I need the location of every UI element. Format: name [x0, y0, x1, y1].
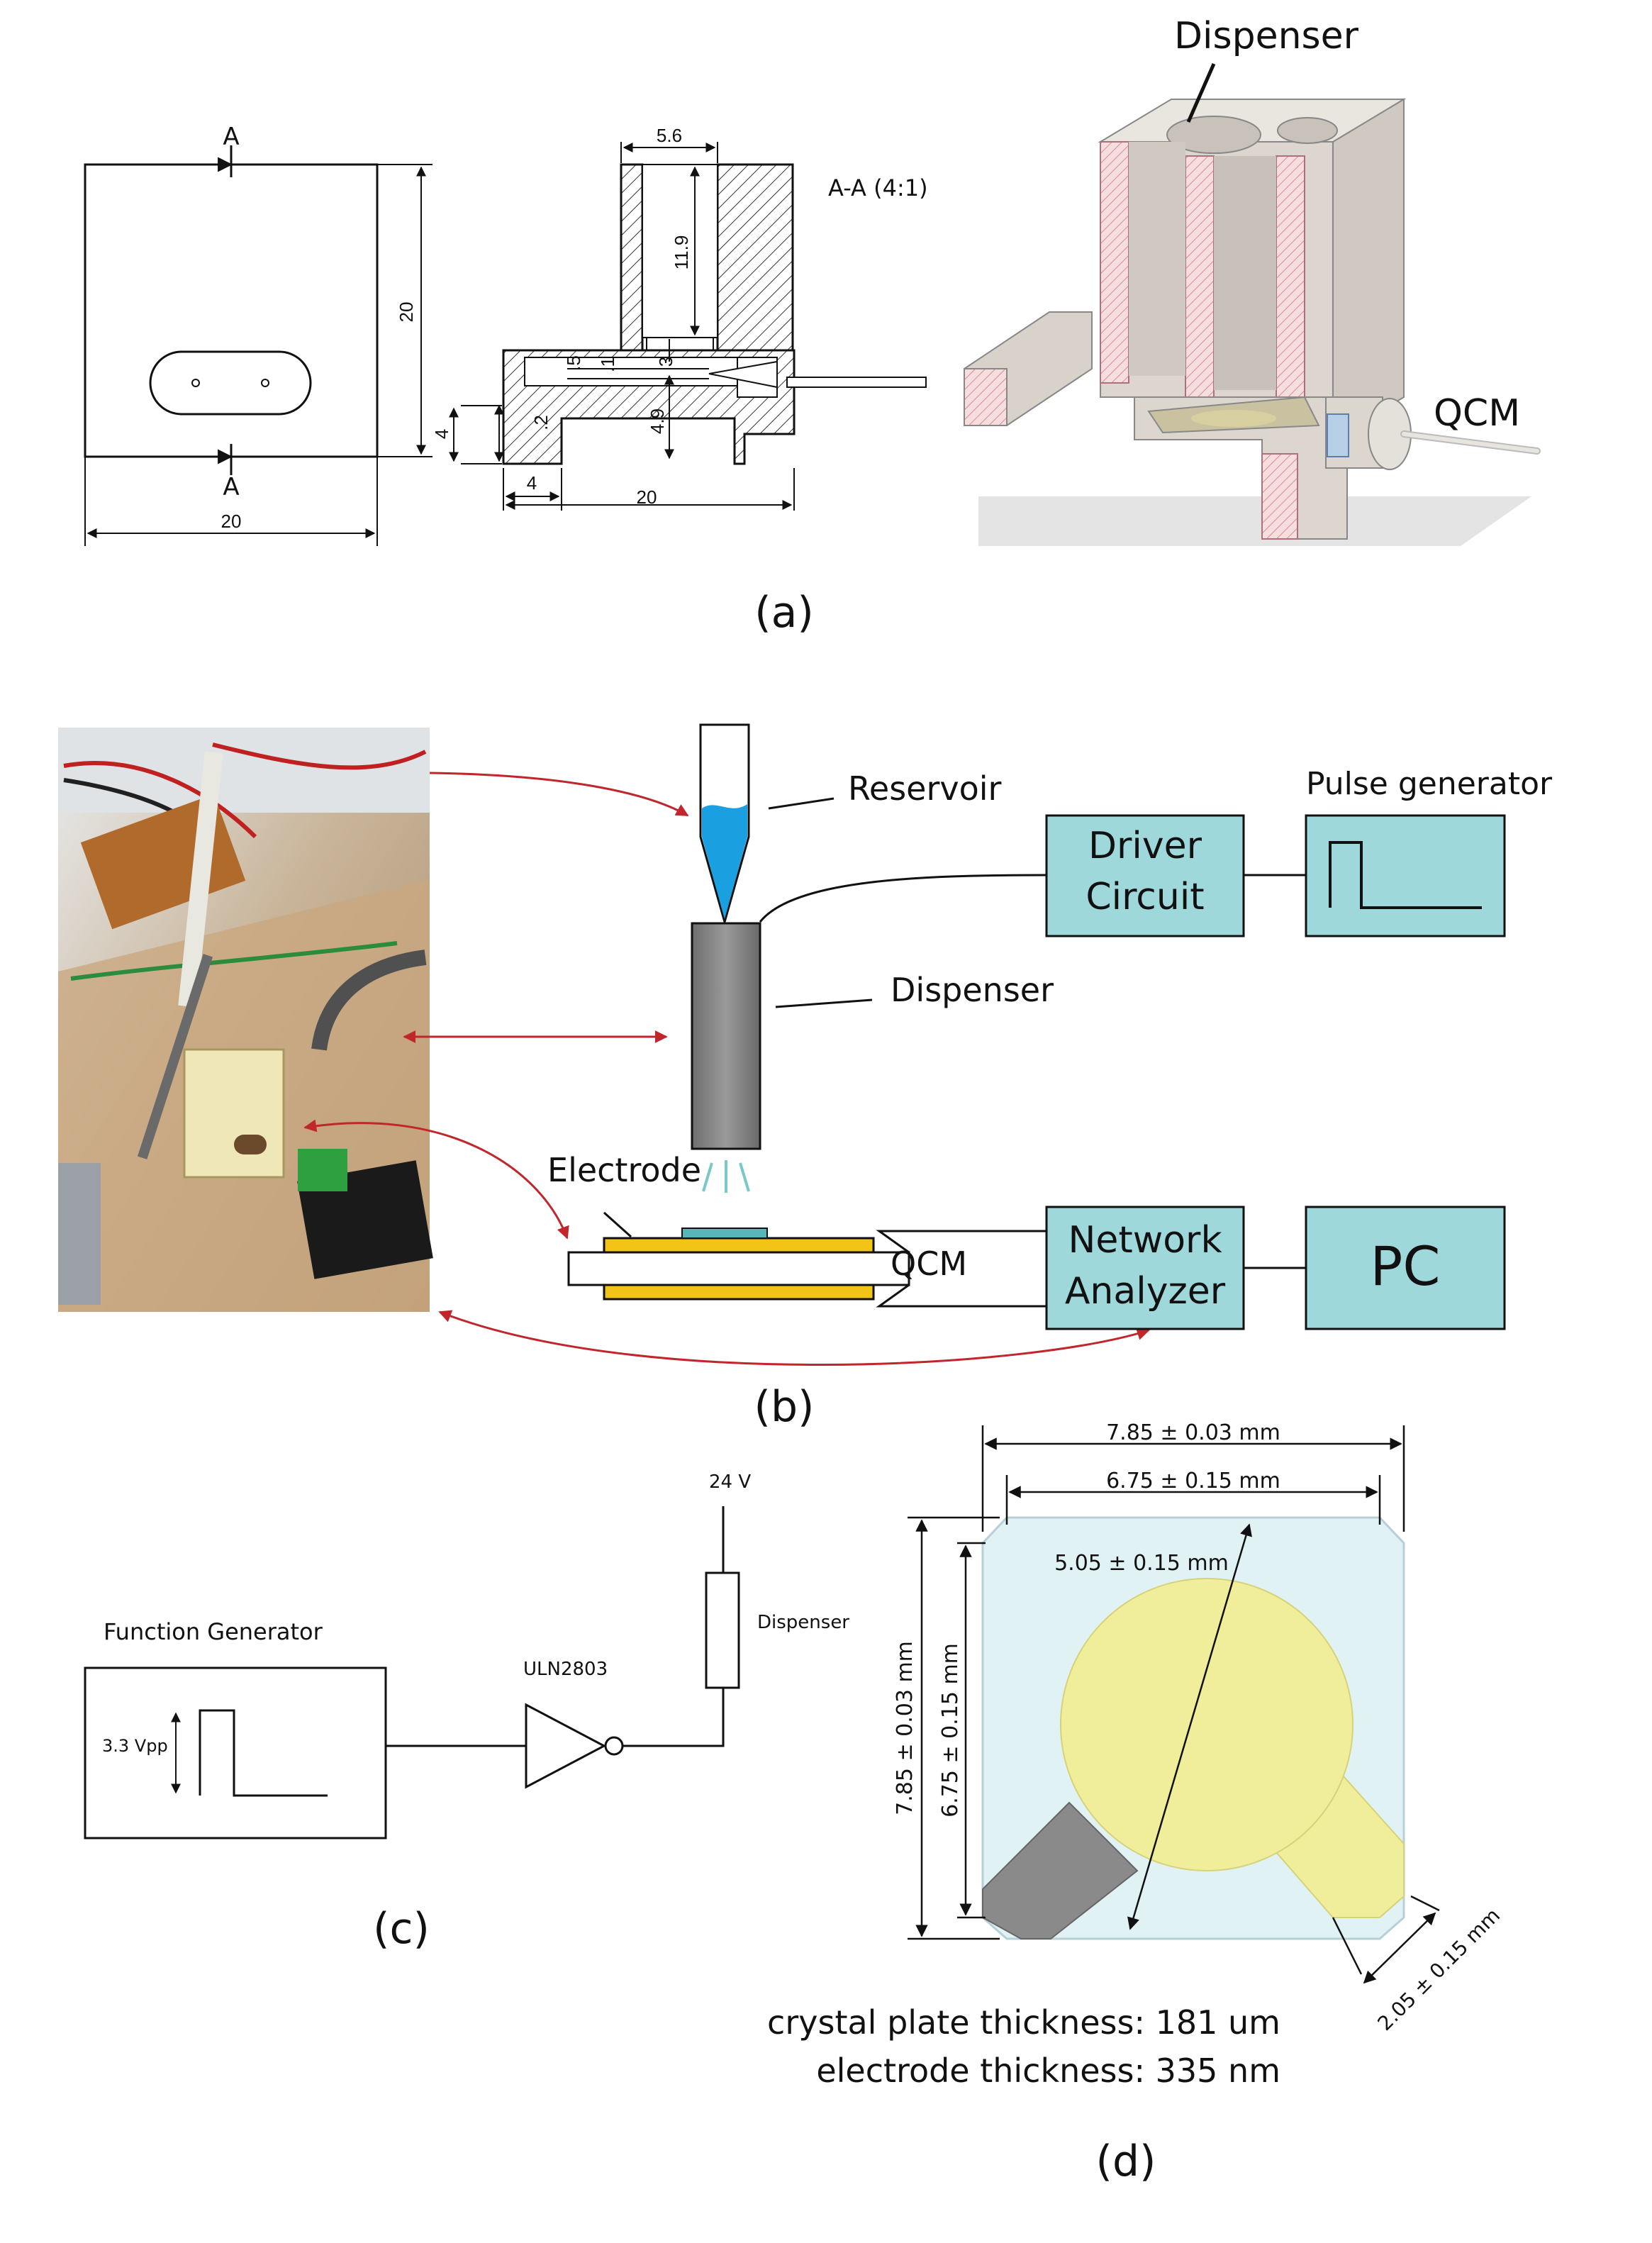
front-view-drawing: [84, 145, 432, 546]
pulse-waveform-icon: [1329, 841, 1482, 909]
load-label: Dispenser: [757, 1612, 849, 1633]
note-electrode-thickness: electrode thickness: 335 nm: [816, 2052, 1280, 2090]
label-qcm-b: QCM: [891, 1245, 967, 1283]
pc-box: [1305, 1206, 1506, 1330]
panel-d-dimension-lines: [908, 1425, 1440, 1984]
dim-diameter: 5.05 ± 0.15 mm: [1054, 1551, 1229, 1576]
front-height-dim: 20: [396, 302, 417, 323]
dim-bore-width: 5.6: [657, 125, 682, 146]
dispenser-leader-line: [1186, 62, 1216, 123]
caption-c: (c): [373, 1904, 430, 1954]
dim-foot-height: 4: [431, 429, 452, 439]
label-qcm-3d: QCM: [1434, 392, 1520, 435]
driver-wire: [759, 874, 1047, 923]
network-analyzer-label-2: Analyzer: [1065, 1270, 1226, 1313]
electrode-disk: [1060, 1578, 1354, 1871]
chip-label: ULN2803: [523, 1659, 608, 1680]
dim-slot: .2: [530, 415, 552, 430]
inverter-bubble: [604, 1736, 624, 1756]
setup-photo: [58, 728, 433, 1312]
dim-lower: 4.9: [647, 408, 668, 434]
droplet-spray-lines: [702, 1160, 750, 1193]
function-generator-title: Function Generator: [104, 1618, 323, 1645]
output-wire: [623, 1688, 725, 1747]
panel-b: Reservoir Dispenser Electrode QCM Driver…: [58, 723, 1553, 1432]
label-dispenser-3d: Dispenser: [1174, 15, 1359, 57]
network-analyzer-label-1: Network: [1068, 1219, 1222, 1262]
photo-mapping-arrows: [303, 772, 1150, 1366]
dispenser-resistor: [705, 1571, 740, 1689]
label-dispenser-b: Dispenser: [891, 971, 1054, 1009]
dispenser-cylinder: [691, 922, 761, 1150]
dim-neck: 3: [655, 357, 676, 367]
label-pulse-generator: Pulse generator: [1306, 766, 1553, 802]
panel-c: Function Generator 3.3 Vpp ULN2803 24 V …: [84, 1471, 849, 1954]
supply-label: 24 V: [709, 1471, 751, 1493]
pc-label: PC: [1371, 1235, 1441, 1298]
driver-circuit-label-1: Driver: [1088, 825, 1202, 867]
buffer-triangle: [525, 1703, 607, 1789]
dim-bore-depth: 11.9: [671, 235, 692, 270]
section-view-drawing: [449, 142, 927, 511]
dim-total-width: 20: [637, 486, 657, 508]
function-generator-box: [84, 1666, 387, 1840]
driver-circuit-label-2: Circuit: [1085, 876, 1204, 918]
qcm-crystal-drawing: [567, 1228, 1047, 1308]
square-pulse-icon: [199, 1709, 328, 1797]
dim-inner-width: 6.75 ± 0.15 mm: [1106, 1469, 1280, 1493]
dim-outer-width: 7.85 ± 0.03 mm: [1106, 1420, 1280, 1445]
network-analyzer-box: [1045, 1206, 1245, 1330]
reservoir-drawing: [699, 723, 750, 926]
caption-b: (b): [754, 1382, 815, 1432]
caption-a: (a): [754, 588, 814, 638]
panel-a: A A 20 20: [84, 15, 1541, 638]
section-title: A-A (4:1): [828, 174, 928, 201]
label-electrode: Electrode: [547, 1151, 701, 1189]
dim-channel-gap: .1: [597, 357, 618, 372]
note-plate-thickness: crystal plate thickness: 181 um: [767, 2003, 1280, 2042]
dim-foot-width: 4: [527, 472, 537, 494]
label-reservoir: Reservoir: [848, 769, 1002, 808]
reservoir-leader-line: [768, 797, 835, 810]
dim-outer-height: 7.85 ± 0.03 mm: [893, 1641, 917, 1815]
panel-d: 7.85 ± 0.03 mm 6.75 ± 0.15 mm 5.05 ± 0.1…: [767, 1420, 1505, 2186]
pulse-generator-box: [1305, 814, 1506, 937]
caption-d: (d): [1096, 2137, 1156, 2186]
dim-channel: .5: [563, 355, 584, 371]
electrode-leader-line: [603, 1211, 632, 1238]
dim-inner-height: 6.75 ± 0.15 mm: [938, 1643, 963, 1818]
driver-circuit-box: [1045, 814, 1245, 937]
section-mark-top: A: [223, 123, 239, 151]
front-width-dim: 20: [221, 511, 242, 532]
dispenser-leader-line-b: [775, 998, 873, 1008]
cutaway-3d-render: [964, 98, 1541, 546]
amplitude-label: 3.3 Vpp: [102, 1736, 168, 1756]
section-mark-bottom: A: [223, 473, 239, 501]
